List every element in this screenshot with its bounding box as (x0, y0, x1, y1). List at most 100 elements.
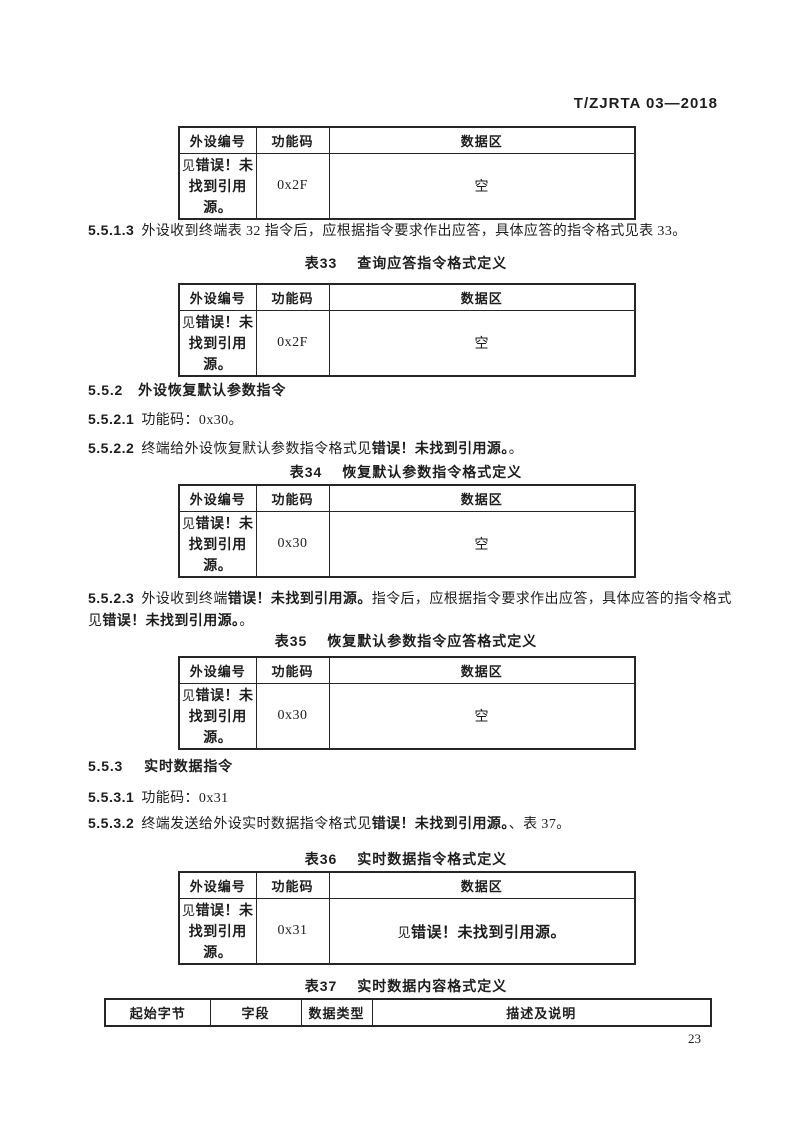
table-header-row: 起始字节 字段 数据类型 描述及说明 (104, 998, 712, 1027)
clause-text: 。 (508, 442, 524, 457)
table-row: 见错误！未找到引用源。 0x30 空 (178, 511, 636, 578)
col-header-peripheral-id: 外设编号 (178, 871, 257, 899)
col-header-data-type: 数据类型 (300, 998, 373, 1027)
col-header-data-area: 数据区 (328, 126, 636, 154)
clause-text: 功能码：0x30。 (141, 413, 243, 428)
clause-number: 5.5.3.1 (88, 789, 135, 805)
error-ref-text: 错误！未找到引用源。 (371, 815, 509, 831)
clause-line-2: 见错误！未找到引用源。。 (88, 610, 768, 632)
table-label: 表36 (304, 851, 338, 867)
section-title-text: 外设恢复默认参数指令 (138, 382, 287, 398)
error-ref-text: 错误！未找到引用源。 (227, 590, 372, 606)
col-header-peripheral-id: 外设编号 (178, 484, 257, 512)
error-ref-text: 找到引用 (188, 922, 247, 939)
clause-text: 终端发送给外设实时数据指令格式见 (141, 817, 372, 832)
error-ref-text: 错误！未找到引用源。 (371, 440, 509, 456)
clause-number: 5.5.3.2 (88, 815, 135, 831)
data-area-cell: 空 (328, 683, 636, 750)
error-ref-text: 错误！未 (195, 313, 254, 330)
section-title-text: 实时数据指令 (144, 758, 233, 774)
clause-number: 5.5.2.3 (88, 590, 135, 606)
col-header-peripheral-id: 外设编号 (178, 283, 257, 311)
col-header-function-code: 功能码 (255, 656, 330, 684)
table-title-text: 恢复默认参数指令格式定义 (342, 464, 523, 480)
peripheral-id-cell: 见错误！未找到引用源。 (178, 153, 257, 220)
see-text: 见 (181, 902, 196, 918)
col-header-function-code: 功能码 (255, 484, 330, 512)
error-ref-text: 错误！未 (195, 686, 254, 703)
clause-text: 终端给外设恢复默认参数指令格式见 (141, 442, 372, 457)
table-row: 见错误！未找到引用源。 0x30 空 (178, 683, 636, 750)
see-text: 见 (181, 157, 196, 173)
clause-number: 5.5.2.1 (88, 411, 135, 427)
col-header-start-byte: 起始字节 (104, 998, 211, 1027)
data-area-cell: 空 (328, 153, 636, 220)
data-area-cell: 空 (328, 310, 636, 377)
table-label: 表37 (304, 978, 338, 994)
col-header-peripheral-id: 外设编号 (178, 126, 257, 154)
table-label: 表34 (289, 464, 323, 480)
table-label: 表33 (304, 255, 338, 271)
col-header-function-code: 功能码 (255, 871, 330, 899)
clause-text: 外设收到终端 (141, 592, 228, 607)
clause-5-5-2-1: 5.5.2.1 功能码：0x30。 (88, 409, 768, 431)
table-36: 外设编号 功能码 数据区 见错误！未找到引用源。 0x31 见错误！未找到引用源… (178, 871, 636, 965)
see-text: 见 (397, 924, 411, 940)
peripheral-id-cell: 见错误！未找到引用源。 (178, 683, 257, 750)
clause-number: 5.5.2.2 (88, 440, 135, 456)
table-34-caption: 表34 恢复默认参数指令格式定义 (100, 462, 712, 482)
error-ref-text: 错误！未找到引用源。 (102, 612, 240, 628)
col-header-field: 字段 (209, 998, 302, 1027)
error-ref-text: 找到引用 (188, 535, 247, 552)
col-header-function-code: 功能码 (255, 126, 330, 154)
col-header-data-area: 数据区 (328, 484, 636, 512)
error-ref-text: 源。 (203, 198, 233, 215)
clause-text: 功能码：0x31 (141, 791, 229, 806)
error-ref-text: 错误！未 (195, 901, 254, 918)
data-area-cell: 见错误！未找到引用源。 (328, 898, 636, 965)
error-ref-text: 找到引用 (188, 334, 247, 351)
col-header-peripheral-id: 外设编号 (178, 656, 257, 684)
table-header-row: 外设编号 功能码 数据区 (178, 656, 636, 684)
see-text: 见 (181, 515, 196, 531)
table-37-caption: 表37 实时数据内容格式定义 (100, 976, 712, 996)
col-header-data-area: 数据区 (328, 283, 636, 311)
error-ref-text: 源。 (203, 943, 233, 960)
table-32-response-continued: 外设编号 功能码 数据区 见错误！未找到引用源。 0x2F 空 (178, 126, 636, 220)
function-code-cell: 0x30 (255, 683, 330, 750)
table-title-text: 实时数据内容格式定义 (357, 978, 508, 994)
table-34: 外设编号 功能码 数据区 见错误！未找到引用源。 0x30 空 (178, 484, 636, 578)
error-ref-text: 源。 (203, 355, 233, 372)
data-area-cell: 空 (328, 511, 636, 578)
error-ref-text: 找到引用 (188, 177, 247, 194)
section-heading-5-5-3: 5.5.3 实时数据指令 (88, 756, 233, 776)
peripheral-id-cell: 见错误！未找到引用源。 (178, 511, 257, 578)
table-header-row: 外设编号 功能码 数据区 (178, 484, 636, 512)
table-row: 见错误！未找到引用源。 0x2F 空 (178, 153, 636, 220)
col-header-function-code: 功能码 (255, 283, 330, 311)
function-code-cell: 0x31 (255, 898, 330, 965)
clause-5-5-3-1: 5.5.3.1 功能码：0x31 (88, 787, 768, 809)
error-ref-text: 源。 (203, 728, 233, 745)
clause-number: 5.5.1.3 (88, 222, 135, 238)
table-row: 见错误！未找到引用源。 0x2F 空 (178, 310, 636, 377)
see-text: 见 (181, 687, 196, 703)
table-title-text: 查询应答指令格式定义 (357, 255, 508, 271)
error-ref-text: 错误！未找到引用源。 (411, 923, 567, 941)
peripheral-id-cell: 见错误！未找到引用源。 (178, 898, 257, 965)
running-header-doc-code: T/ZJRTA 03—2018 (573, 95, 718, 112)
col-header-description: 描述及说明 (371, 998, 712, 1027)
clause-text: 、表 37。 (508, 817, 571, 832)
clause-5-5-3-2: 5.5.3.2 终端发送给外设实时数据指令格式见错误！未找到引用源。、表 37。 (88, 813, 768, 835)
function-code-cell: 0x30 (255, 511, 330, 578)
section-number: 5.5.3 (88, 758, 124, 774)
table-row: 见错误！未找到引用源。 0x31 见错误！未找到引用源。 (178, 898, 636, 965)
error-ref-text: 错误！未 (195, 514, 254, 531)
page-number: 23 (688, 1031, 701, 1046)
error-ref-text: 找到引用 (188, 707, 247, 724)
